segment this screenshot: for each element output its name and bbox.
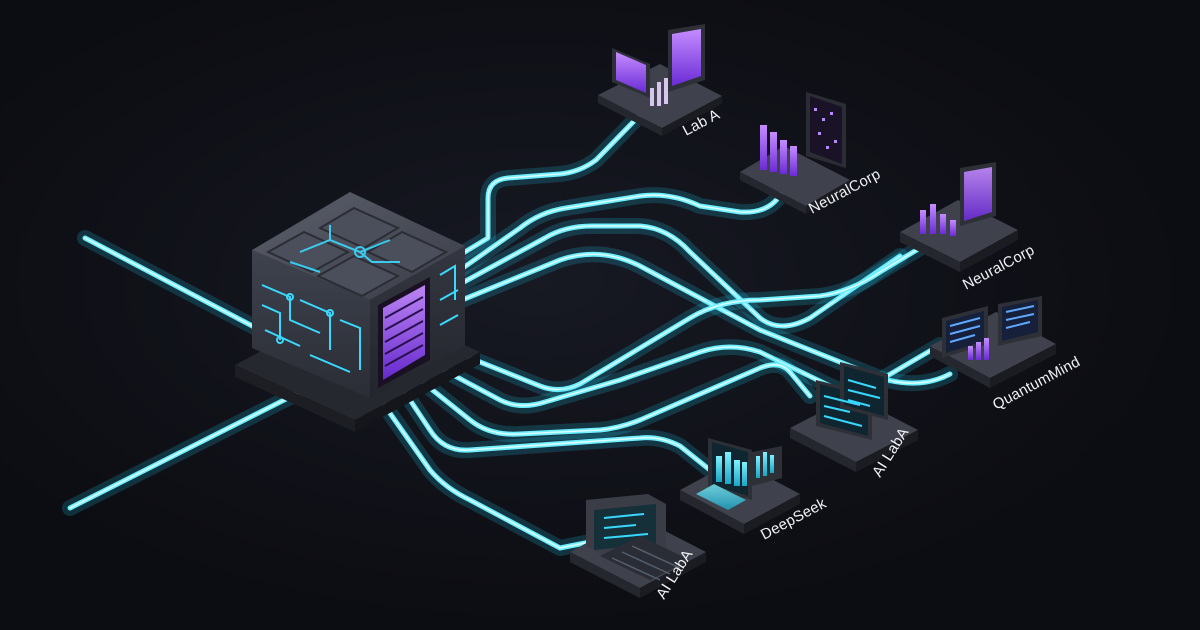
node-deepseek[interactable] [680,438,800,534]
incoming-cable-top [77,230,268,338]
hub-rack [378,277,430,388]
node-neuralcorp-1[interactable] [740,92,850,214]
cable-to-lab-a [447,107,648,266]
node-neuralcorp-2[interactable] [900,162,1018,272]
cable-to-ai-laba-mid [412,356,818,443]
hub-circuit-left [261,284,361,373]
node-lab-a[interactable] [598,24,722,136]
central-hub [235,192,480,432]
node-ai-laba-right[interactable] [790,362,918,472]
cable-to-quantummind [454,246,958,392]
cable-to-neuralcorp-1 [452,184,790,278]
incoming-cable-bottom [62,384,308,516]
cable-cross-lane [442,240,928,398]
cable-to-deepseek [392,377,718,478]
hub-circuit-right [439,264,459,326]
cable-to-neuralcorp-2 [454,218,908,334]
cable-to-ai-laba-bottom [367,384,598,556]
node-ai-laba-bottom[interactable] [570,494,706,598]
hub-circuit-top [289,225,400,273]
node-quantummind[interactable] [930,296,1056,388]
hub-left-face [252,250,370,398]
